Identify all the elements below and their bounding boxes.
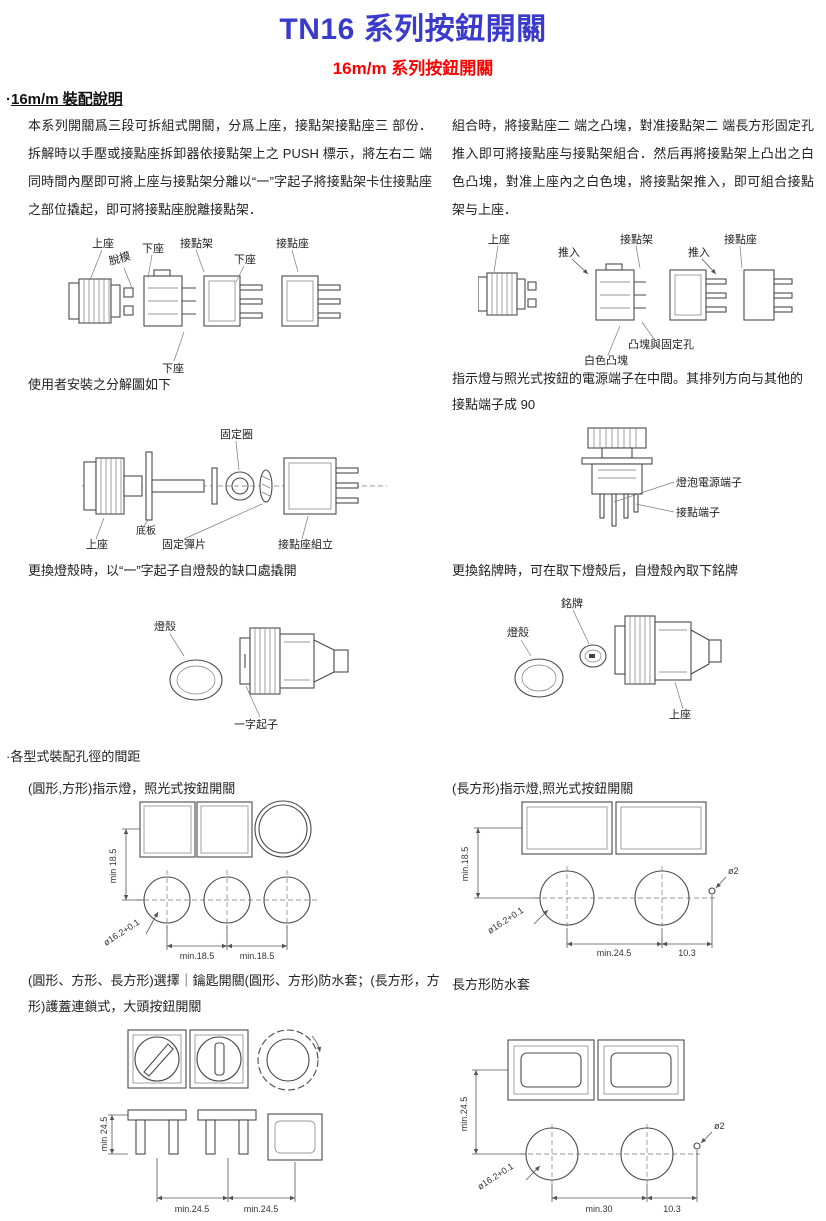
hole-spacing-rect-drawing: ø2 min.18.5 ø16.2+0.1 min.24.5 10.3 — [460, 801, 739, 958]
label-white-lug: 白色凸塊 — [584, 353, 628, 367]
caption-exploded: 使用者安裝之分解圖如下 — [28, 377, 172, 392]
dim-pitch-1: min.18.5 — [180, 951, 215, 961]
caption-plate-change: 更換銘牌時，可在取下燈殼后，自燈殼內取下銘牌 — [452, 563, 739, 578]
label-lamp-shell: 燈殼 — [507, 625, 529, 639]
hole-spacing-rect-boot-drawing: ø2 min.24.5 ø16.2+0.1 min.30 10.3 — [459, 1039, 725, 1214]
paragraph-assembly: 組合時，將接點座二 端之凸塊，對准接點架二 端長方形固定孔推入即可將接點座与接點… — [452, 118, 814, 217]
dim-vertical: min 18.5 — [108, 849, 118, 884]
dim-vertical: min.18.5 — [460, 847, 470, 882]
label-upper-housing: 上座 — [669, 707, 691, 721]
label-contact-frame: 接點架 — [620, 233, 653, 246]
caption-power-note: 指示燈与照光式按鈕的電源端子在中間。其排列方向与其他的接點端子成 90 — [452, 371, 804, 412]
dim-pitch-2: min.18.5 — [240, 951, 275, 961]
caption-rect: (長方形)指示燈,照光式按鈕開關 — [452, 781, 634, 796]
dim-pitch-2: min.24.5 — [244, 1204, 279, 1214]
nameplate-removal-diagram: 銘牌 燈殼 上座 — [507, 596, 722, 721]
dim-hole-offset: 10.3 — [663, 1204, 681, 1214]
label-base-plate: 底板 — [136, 524, 156, 537]
dim-vertical: min 24.5 — [100, 1117, 109, 1152]
dim-diameter: ø16.2+0.1 — [476, 1161, 516, 1192]
label-release: 脫模 — [107, 249, 132, 268]
dim-pitch: min.30 — [585, 1204, 612, 1214]
hole-spacing-selector-drawing: min 24.5 min.24.5 min.24.5 — [100, 1029, 323, 1214]
caption-round-square: (圓形,方形)指示燈，照光式按鈕開關 — [28, 781, 236, 796]
section-heading-holes: ·各型式裝配孔徑的間距 — [6, 749, 141, 764]
cross-section-diagram: 固定圈 上座 底板 固定彈片 接點座組立 — [82, 428, 387, 551]
label-nameplate: 銘牌 — [561, 596, 583, 610]
dim-pitch-1: min.24.5 — [175, 1204, 210, 1214]
dim-small-hole: ø2 — [728, 866, 739, 876]
label-fixing-clip: 固定彈片 — [162, 537, 206, 551]
dim-vertical: min.24.5 — [459, 1097, 469, 1132]
label-lower-housing-1: 下座 — [142, 241, 164, 255]
label-push-in-1: 推入 — [558, 245, 580, 259]
label-contact-base: 接點座 — [276, 236, 309, 250]
label-lower-housing-2: 下座 — [234, 252, 256, 266]
dim-small-hole: ø2 — [714, 1121, 725, 1131]
label-fixing-ring: 固定圈 — [220, 428, 253, 441]
page-subtitle: 16m/m 系列按鈕開關 — [332, 59, 494, 78]
section-heading-assembly: ·16m/m 裝配說明 — [6, 91, 123, 108]
label-lower-housing-3: 下座 — [162, 361, 184, 375]
label-upper-housing: 上座 — [86, 537, 108, 551]
lens-removal-diagram: 燈殼 一字起子 — [154, 619, 349, 731]
terminal-layout-diagram: 燈泡電源端子 接點端子 — [581, 427, 742, 527]
bullet: · — [6, 749, 11, 764]
label-lamp-shell: 燈殼 — [154, 619, 176, 633]
dim-diameter: ø16.2+0.1 — [486, 905, 526, 936]
dim-diameter: ø16.2+0.1 — [102, 917, 142, 948]
paragraph-disassembly: 本系列開關爲三段可拆組式開關，分爲上座，接點架接點座三 部份．拆解時以手壓或接點… — [28, 118, 432, 217]
label-lamp-power-terminal: 燈泡電源端子 — [676, 475, 742, 489]
label-push-in-2: 推入 — [688, 245, 710, 259]
exploded-view-disassembly-diagram: 上座 脫模 下座 接點架 接點座 下座 下座 — [68, 236, 341, 375]
page-title: TN16 系列按鈕開關 — [279, 13, 547, 46]
caption-selector: (圓形、方形、長方形)選擇｜鑰匙開關(圓形、方形)防水套；(長方形，方形)護蓋連… — [28, 973, 440, 1014]
caption-lens-change: 更換燈殼時，以“一”字起子自燈殼的缺口處撬開 — [28, 563, 297, 578]
label-upper-housing: 上座 — [488, 232, 510, 246]
label-flat-screwdriver: 一字起子 — [234, 717, 278, 731]
caption-rect-boot: 長方形防水套 — [452, 977, 531, 992]
exploded-view-assembly-diagram: 上座 推入 接點架 接點座 推入 凸塊與固定孔 白色凸塊 — [478, 232, 793, 367]
label-lug-fixing-hole: 凸塊與固定孔 — [628, 337, 694, 351]
dim-hole-offset: 10.3 — [678, 948, 696, 958]
label-upper-housing: 上座 — [92, 236, 114, 250]
label-contact-base: 接點座 — [724, 232, 757, 246]
hole-spacing-round-square-drawing: min 18.5 ø16.2+0.1 min.18.5 min.18.5 — [102, 800, 318, 961]
label-contact-frame: 接點架 — [180, 237, 213, 250]
label-contact-base-assembly: 接點座組立 — [278, 537, 333, 551]
label-contact-terminal: 接點端子 — [676, 506, 720, 519]
dim-pitch: min.24.5 — [597, 948, 632, 958]
bullet: · — [6, 91, 11, 108]
